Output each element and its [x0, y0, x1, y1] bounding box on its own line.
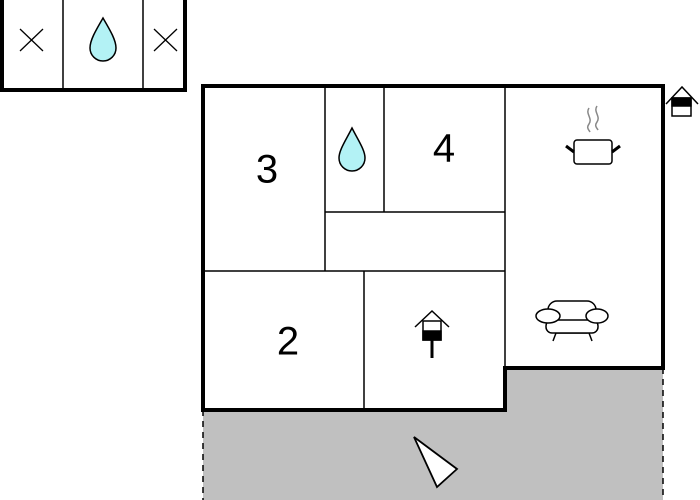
water-drop-icon [338, 126, 366, 172]
sofa-icon [535, 300, 609, 342]
main-house: 3 4 2 [201, 84, 665, 412]
house-entrance-icon [665, 85, 699, 117]
north-arrow-icon [413, 436, 459, 489]
cooking-pot-icon [565, 105, 621, 165]
terrace [202, 368, 664, 500]
cross-icon [19, 28, 44, 52]
outbuilding [0, 0, 187, 92]
room-label-3: 3 [256, 148, 278, 192]
room-label-2: 2 [277, 320, 299, 364]
cross-icon [153, 28, 178, 52]
room-label-4: 4 [433, 127, 455, 171]
water-drop-icon [89, 16, 117, 62]
entrance-icon [414, 309, 450, 358]
